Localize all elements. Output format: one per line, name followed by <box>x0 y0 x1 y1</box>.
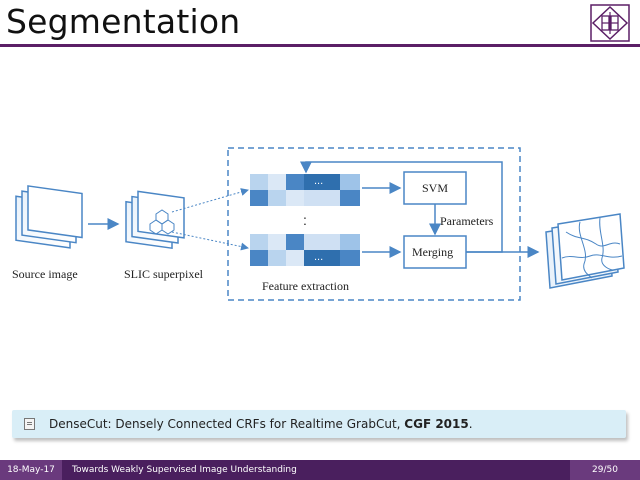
reference-venue: CGF 2015 <box>404 417 469 431</box>
ellipsis-bottom: ... <box>314 251 323 263</box>
parameters-label: Parameters <box>440 214 494 228</box>
slic-superpixel-stack <box>125 190 185 250</box>
slic-superpixel-label: SLIC superpixel <box>124 267 204 281</box>
footer-page-number: 29/50 <box>570 460 640 480</box>
dotted-arrow-lower <box>171 231 249 251</box>
footer-talk-title: Towards Weakly Supervised Image Understa… <box>72 465 297 475</box>
svm-box <box>403 171 467 205</box>
feature-extraction-label: Feature extraction <box>262 279 349 293</box>
feature-grid-bottom <box>250 234 360 266</box>
feature-grid-top <box>250 174 360 206</box>
source-image-stack <box>15 185 83 249</box>
vertical-dots: : <box>303 212 307 228</box>
segmentation-pipeline-diagram: Source image SLIC superpixel ... : <box>12 147 625 301</box>
document-icon <box>24 418 35 430</box>
merging-label: Merging <box>412 245 453 259</box>
reference-title: DenseCut: Densely Connected CRFs for Rea… <box>49 417 405 431</box>
footer-date: 18-May-17 <box>0 460 62 480</box>
reference-citation: DenseCut: Densely Connected CRFs for Rea… <box>49 417 473 431</box>
source-image-label: Source image <box>12 267 78 281</box>
dotted-arrow-upper <box>171 188 249 213</box>
ellipsis-top: ... <box>314 175 323 187</box>
merging-box <box>403 235 467 269</box>
slide-title: Segmentation <box>6 2 241 41</box>
slide-footer: 18-May-17 Towards Weakly Supervised Imag… <box>0 460 640 480</box>
university-logo-icon <box>590 4 630 42</box>
reference-box: DenseCut: Densely Connected CRFs for Rea… <box>12 410 626 438</box>
title-divider <box>0 44 640 47</box>
feature-extraction-frame <box>227 147 521 301</box>
svm-label: SVM <box>422 181 448 195</box>
output-segmentation-stack <box>545 213 625 289</box>
reference-suffix: . <box>468 417 473 431</box>
